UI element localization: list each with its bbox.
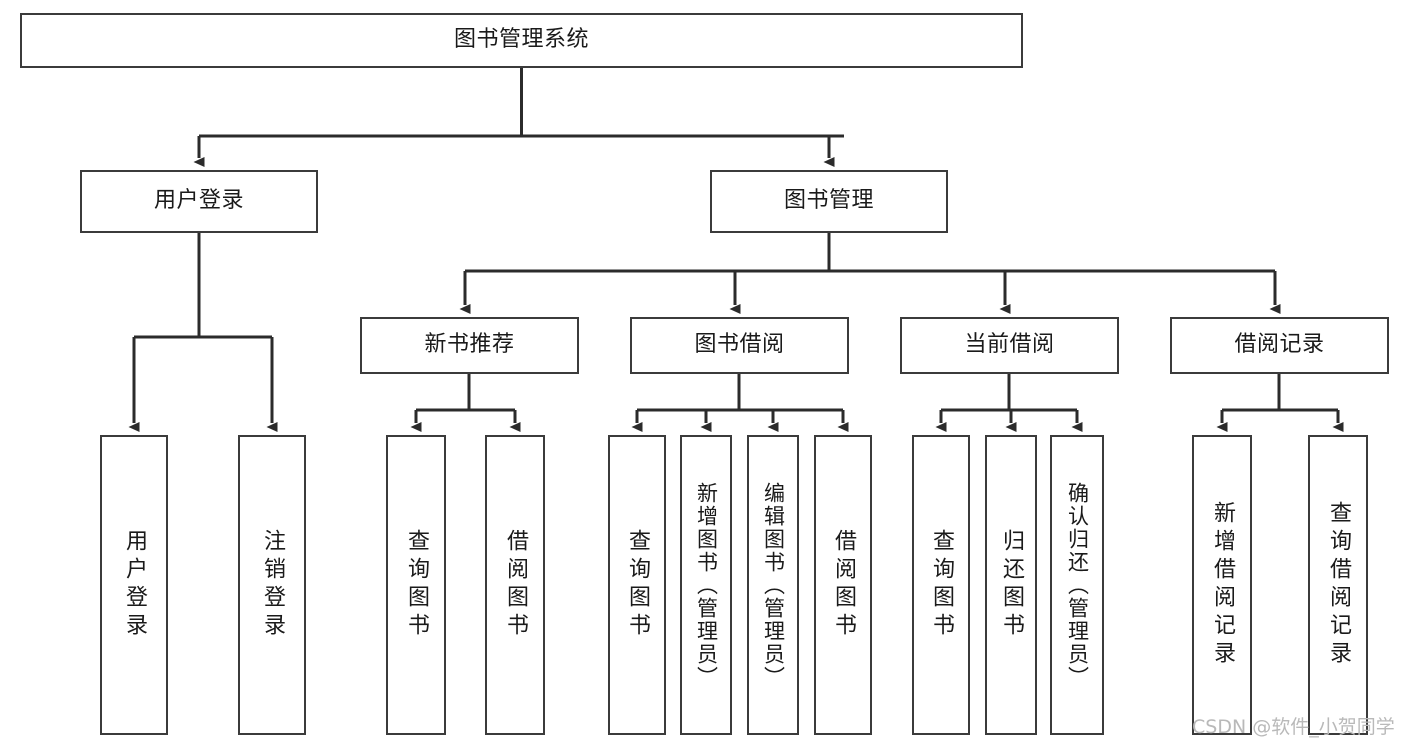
node-leaf[interactable]: 查询图书: [386, 435, 446, 735]
node-leaf-label: 查询图书: [625, 529, 650, 641]
node-root[interactable]: 图书管理系统: [20, 13, 1023, 68]
node-level2-user-login-label: 用户登录: [153, 188, 244, 214]
node-leaf[interactable]: 查询图书: [912, 435, 970, 735]
node-leaf-label: 新增图书（管理员）: [694, 481, 719, 689]
node-leaf[interactable]: 编辑图书（管理员）: [747, 435, 799, 735]
node-leaf[interactable]: 新增图书（管理员）: [680, 435, 732, 735]
node-leaf-label: 编辑图书（管理员）: [761, 481, 786, 689]
node-leaf[interactable]: 新增借阅记录: [1192, 435, 1252, 735]
node-leaf-label: 查询图书: [404, 529, 429, 641]
node-level3-borrow-record[interactable]: 借阅记录: [1170, 317, 1389, 374]
node-leaf-label: 借阅图书: [831, 529, 856, 641]
node-root-label: 图书管理系统: [453, 27, 589, 53]
node-level3-new-book-recommend-label: 新书推荐: [424, 332, 515, 358]
node-leaf-label: 查询图书: [929, 529, 954, 641]
node-leaf-label: 查询借阅记录: [1326, 501, 1351, 669]
node-level3-book-borrow[interactable]: 图书借阅: [630, 317, 849, 374]
watermark: CSDN @软件_小贺同学: [1192, 716, 1395, 738]
node-level3-book-borrow-label: 图书借阅: [694, 332, 785, 358]
node-leaf[interactable]: 用户登录: [100, 435, 168, 735]
node-level2-book-management[interactable]: 图书管理: [710, 170, 948, 233]
node-leaf-label: 用户登录: [122, 529, 147, 641]
node-leaf[interactable]: 查询借阅记录: [1308, 435, 1368, 735]
node-leaf-label: 归还图书: [999, 529, 1024, 641]
node-leaf[interactable]: 归还图书: [985, 435, 1037, 735]
node-leaf[interactable]: 借阅图书: [485, 435, 545, 735]
node-leaf[interactable]: 查询图书: [608, 435, 666, 735]
node-level3-new-book-recommend[interactable]: 新书推荐: [360, 317, 579, 374]
node-leaf-label: 确认归还（管理员）: [1065, 481, 1090, 689]
node-level2-user-login[interactable]: 用户登录: [80, 170, 318, 233]
node-leaf[interactable]: 注销登录: [238, 435, 306, 735]
node-level3-borrow-record-label: 借阅记录: [1234, 332, 1325, 358]
node-leaf[interactable]: 借阅图书: [814, 435, 872, 735]
node-leaf[interactable]: 确认归还（管理员）: [1050, 435, 1104, 735]
node-level2-book-management-label: 图书管理: [783, 188, 874, 214]
node-leaf-label: 注销登录: [260, 529, 285, 641]
node-level3-current-borrow[interactable]: 当前借阅: [900, 317, 1119, 374]
node-level3-current-borrow-label: 当前借阅: [964, 332, 1055, 358]
node-leaf-label: 借阅图书: [503, 529, 528, 641]
node-leaf-label: 新增借阅记录: [1210, 501, 1235, 669]
